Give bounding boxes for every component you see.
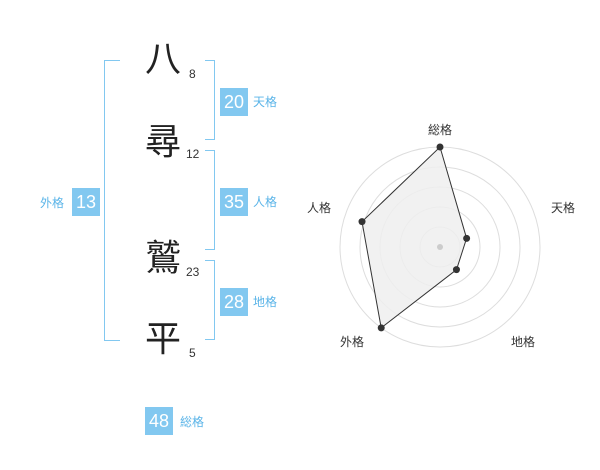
name-char-4: 平 [145, 319, 182, 360]
jinkaku-bracket [205, 150, 215, 250]
tenkaku-bracket [205, 60, 215, 140]
radar-point-5 [358, 218, 366, 226]
tenkaku-value: 20 [220, 88, 248, 116]
radar-point-4 [377, 324, 385, 332]
stroke-count-1: 8 [189, 67, 196, 81]
stroke-count-3: 23 [186, 265, 200, 279]
chikaku-label: 地格 [253, 295, 278, 309]
radar-point-3 [452, 266, 460, 274]
name-char-1: 八 [145, 39, 182, 80]
soukaku-value: 48 [145, 407, 173, 435]
axis-label-soukaku: 総格 [428, 123, 453, 137]
soukaku-label: 総格 [180, 415, 205, 429]
axis-label-gaikaku: 外格 [340, 335, 365, 349]
gaikaku-value: 13 [72, 188, 100, 216]
chikaku-value: 28 [220, 288, 248, 316]
radar-point-2 [463, 234, 471, 242]
name-char-3: 鷲 [145, 238, 182, 279]
jinkaku-value: 35 [220, 188, 248, 216]
radar-center [437, 244, 443, 250]
tenkaku-label: 天格 [253, 95, 278, 109]
chikaku-bracket [205, 260, 215, 340]
jinkaku-label: 人格 [253, 195, 278, 209]
axis-label-tenkaku: 天格 [551, 201, 576, 215]
name-char-2: 尋 [145, 122, 182, 163]
axis-label-chikaku: 地格 [511, 335, 536, 349]
axis-label-jinkaku: 人格 [307, 201, 332, 215]
radar-data-points [358, 143, 471, 332]
stroke-count-4: 5 [189, 346, 196, 360]
radar-data-area [361, 146, 468, 329]
stroke-count-2: 12 [186, 147, 200, 161]
gaikaku-label: 外格 [40, 196, 65, 210]
radar-point-1 [436, 143, 444, 151]
gaikaku-bracket [104, 60, 120, 341]
